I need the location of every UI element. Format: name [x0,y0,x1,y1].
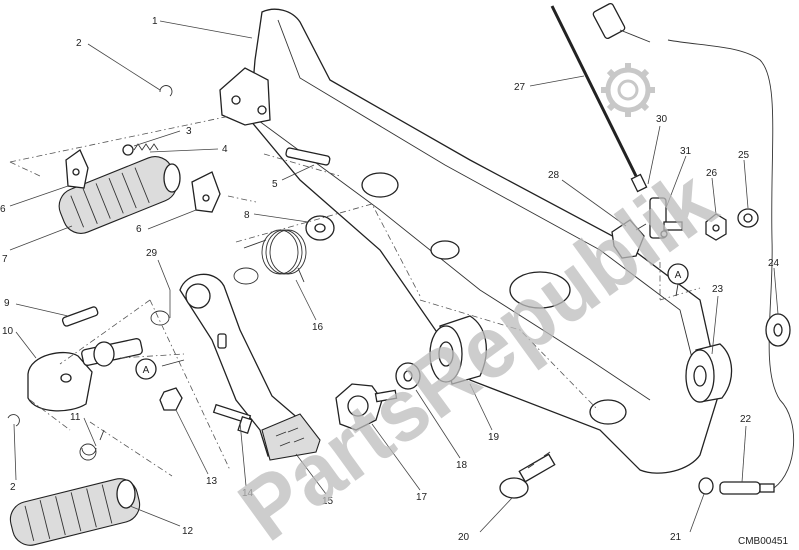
callout-22: 22 [740,414,752,425]
o-ring-29b [150,310,170,326]
callout-8: 8 [244,210,250,221]
gear-watermark-icon [601,63,655,117]
callout-2: 2 [76,38,82,49]
washer-8 [305,215,335,241]
connector-plug [592,2,651,43]
callout-17: 17 [416,492,428,503]
footpeg-upper [58,156,181,234]
callout-10: 10 [2,326,14,337]
circlip-lower [7,414,20,427]
pivot-pin-9 [61,306,99,327]
frame-arm [249,8,721,474]
circlip-upper [159,85,173,97]
callout-1: 1 [152,16,158,27]
washer-18 [395,362,421,390]
callout-7: 7 [2,254,8,265]
nut-13 [159,387,183,411]
reference-marker-a-left: A [135,358,185,380]
clevis-31 [649,197,683,239]
callout-9: 9 [4,298,10,309]
callout-15: 15 [322,496,334,507]
callout-6: 6 [0,204,6,215]
plate-right [191,171,221,213]
rod-27 [550,5,648,193]
washer-24 [765,313,791,347]
spacer-25 [737,208,759,228]
callout-25: 25 [738,150,750,161]
callout-24: 24 [768,258,780,269]
callout-11: 11 [70,412,81,423]
callout-6-lower: 6 [136,224,142,235]
o-ring-29a [233,267,259,285]
callout-29: 29 [146,248,158,259]
spacer-17 [335,383,398,431]
callout-31: 31 [680,146,692,157]
callout-13: 13 [206,476,218,487]
callout-2-lower: 2 [10,482,16,493]
callout-5: 5 [272,179,278,190]
callout-3: 3 [186,126,192,137]
marker-a-right-label: A [675,270,682,281]
marker-a-left-label: A [143,365,150,376]
frame-bracket [219,67,271,126]
callout-14: 14 [242,488,254,499]
bolt-14 [212,403,253,435]
pivot-pin-upper [285,147,331,166]
washer-21 [698,477,714,495]
assembly-lines [9,115,701,477]
callout-labels: 1 2 3 4 5 6 7 8 9 10 11 12 13 14 15 16 1… [0,16,780,543]
callout-12: 12 [182,526,194,537]
footpeg-lower [9,478,141,546]
callout-28: 28 [548,170,560,181]
return-spring [243,229,307,283]
callout-30: 30 [656,114,668,125]
pedal-pad [261,413,321,461]
brake-pedal-lever [179,273,311,457]
plate-left [65,149,89,189]
leader-lines [9,20,779,533]
diagram-code: CMB00451 [738,536,788,547]
sensor-22 [719,481,775,495]
bracket-28 [611,219,647,259]
spring-11 [79,429,105,461]
callout-27: 27 [514,82,526,93]
callout-19: 19 [488,432,500,443]
callout-4: 4 [222,144,228,155]
callout-20: 20 [458,532,470,543]
callout-23: 23 [712,284,724,295]
reference-marker-a-right: A [667,263,689,297]
sensor-cable [667,39,795,489]
bush-23 [685,343,733,403]
bush-19 [429,315,487,385]
callout-26: 26 [706,168,718,179]
callout-18: 18 [456,460,468,471]
callout-16: 16 [312,322,324,333]
footpeg-bracket-lower [27,338,143,412]
callout-21: 21 [670,532,682,543]
detent-spring [122,143,159,156]
bolt-20 [499,451,556,499]
